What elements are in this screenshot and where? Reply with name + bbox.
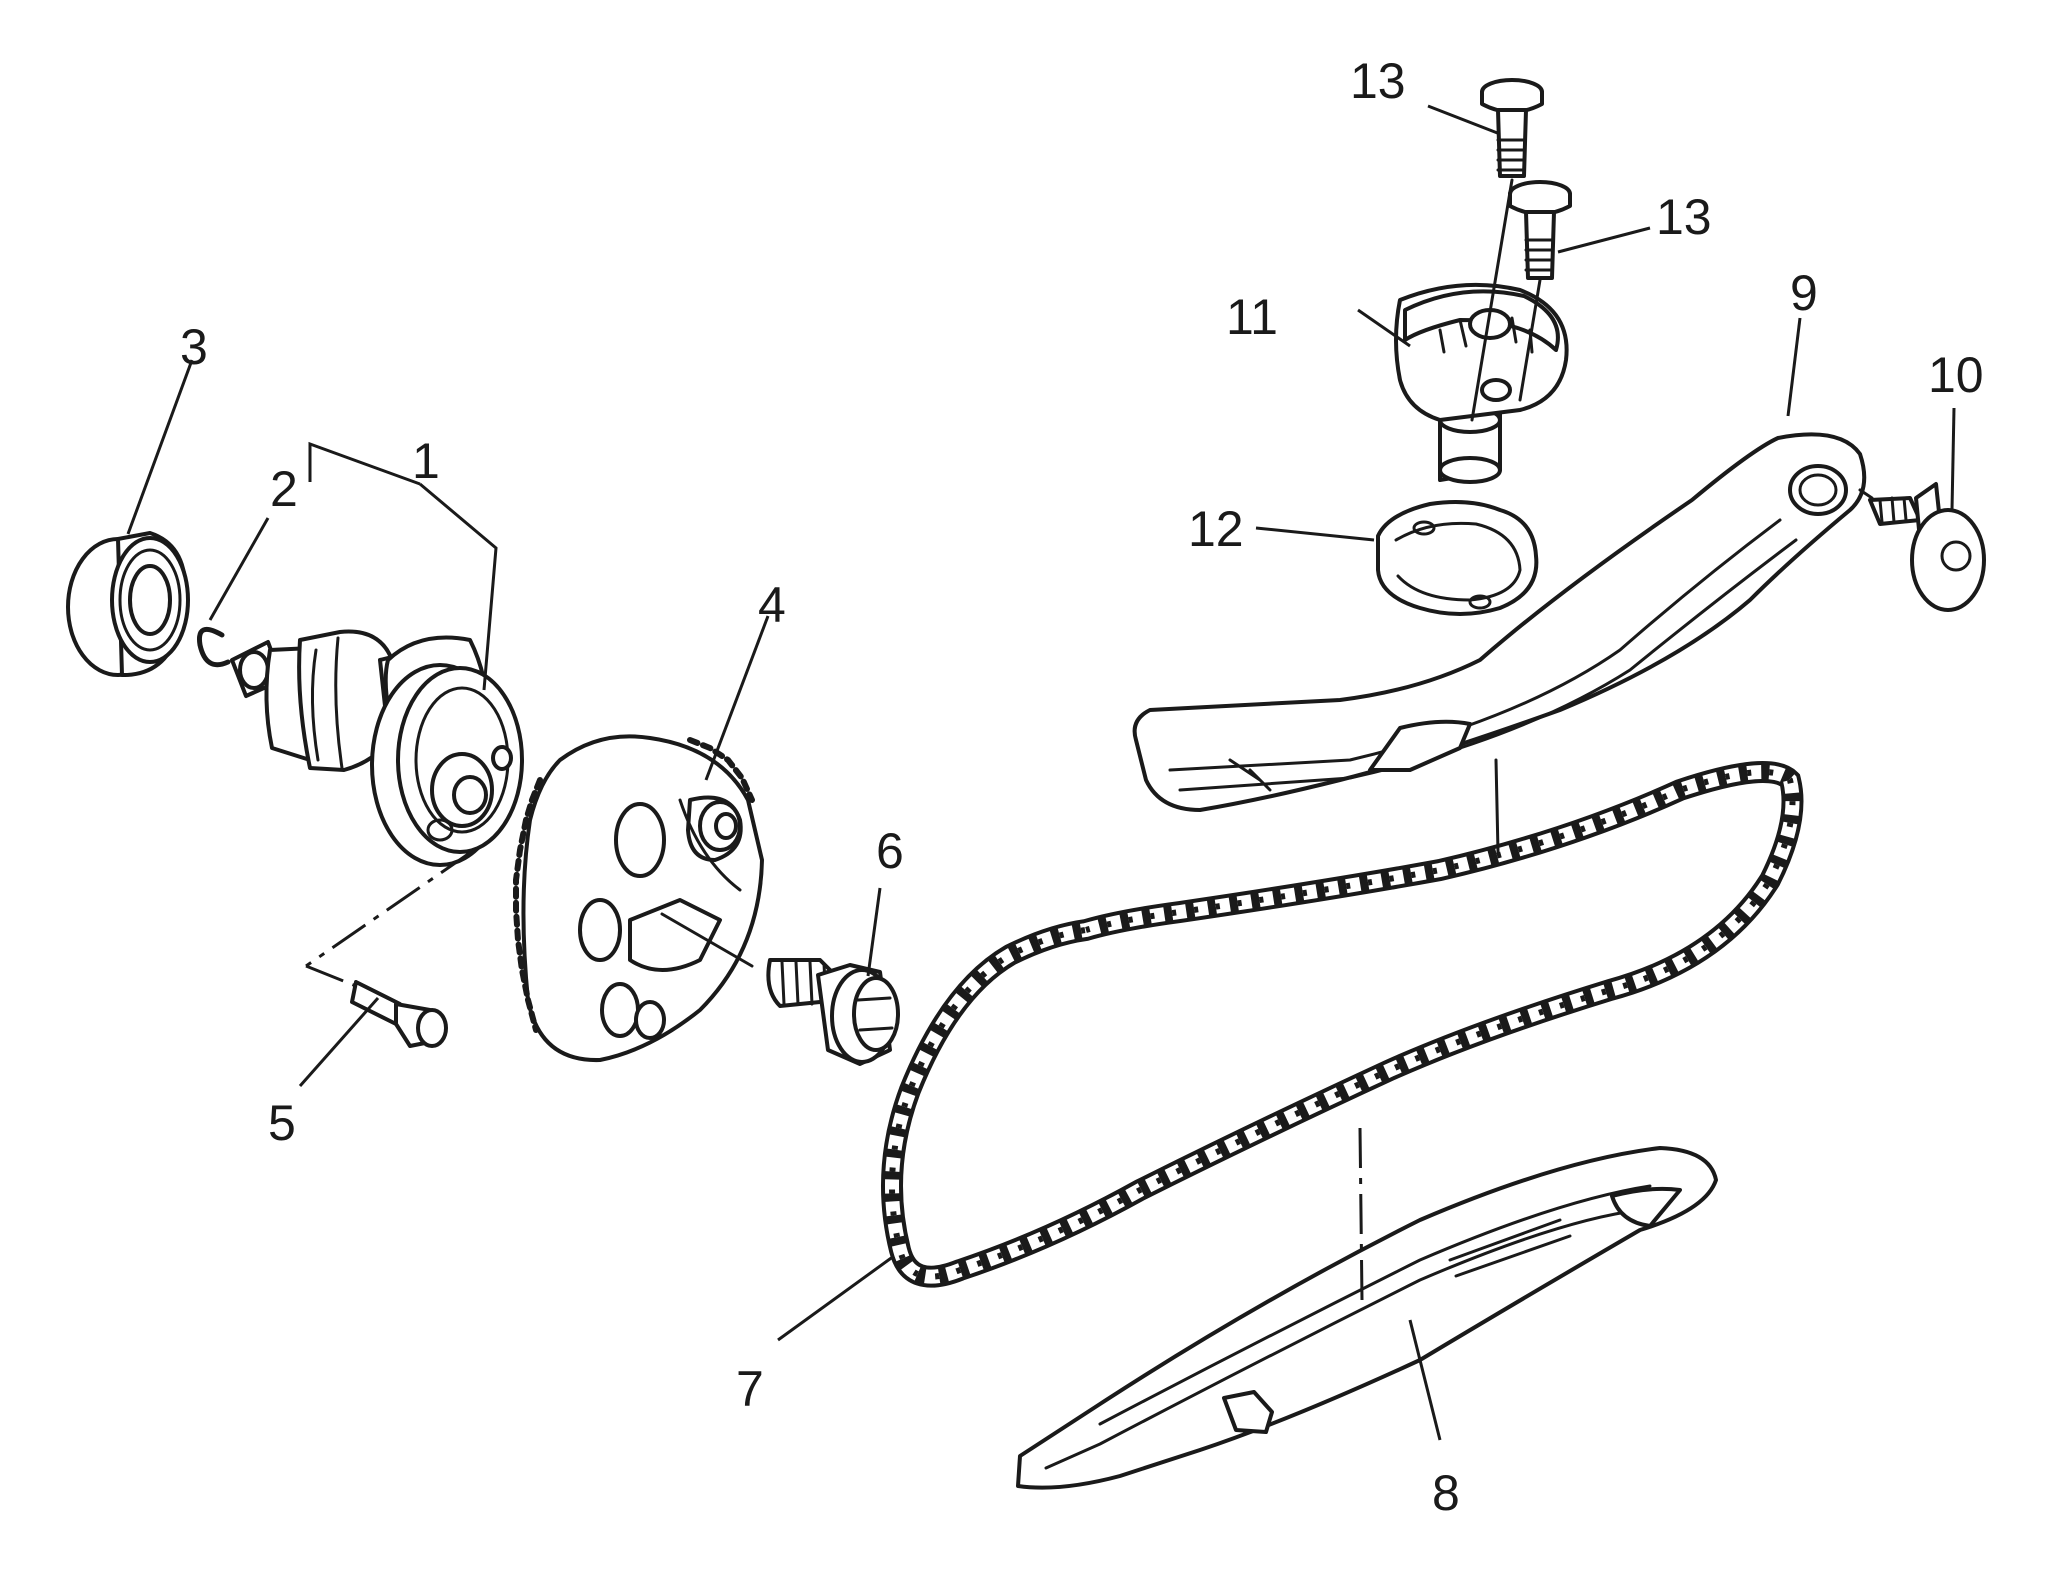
callout-11: 11 (1226, 289, 1278, 345)
part-11-cam-chain-tensioner (1394, 282, 1569, 484)
callout-13-lower: 13 (1656, 189, 1712, 245)
part-13-tensioner-bolt-lower (1508, 180, 1572, 402)
part-5-decompression-pin (350, 980, 448, 1048)
part-7-cam-chain (881, 761, 1804, 1288)
callout-13-upper: 13 (1350, 53, 1406, 109)
part-9-chain-tensioner-guide (1132, 432, 1867, 812)
callout-labels: 1 2 3 4 5 6 7 8 9 10 11 12 13 13 (180, 53, 1984, 1521)
part-6-sprocket-bolt (766, 958, 900, 1066)
part-4-cam-sprocket (513, 734, 764, 1063)
callout-7: 7 (736, 1361, 764, 1417)
part-1-camshaft (230, 629, 524, 867)
part-2-clip (196, 626, 231, 668)
callout-1: 1 (412, 433, 440, 489)
part-3-bearing (66, 531, 190, 678)
callout-5: 5 (268, 1095, 296, 1151)
assembly-center-lines (305, 488, 1874, 1301)
part-10-guide-bolt (1868, 482, 1986, 612)
part-8-chain-guide (1016, 1146, 1718, 1490)
callout-10: 10 (1928, 347, 1984, 403)
part-13-tensioner-bolt-upper (1470, 78, 1544, 422)
callout-4: 4 (758, 577, 786, 633)
cam-chain-inner-band (885, 765, 1800, 1284)
callout-8: 8 (1432, 1465, 1460, 1521)
callout-9: 9 (1790, 265, 1818, 321)
callout-2: 2 (270, 461, 298, 517)
leader-lines (126, 104, 1956, 1441)
callout-12: 12 (1188, 501, 1244, 557)
callout-3: 3 (180, 319, 208, 375)
part-12-gasket (1376, 500, 1539, 616)
callout-6: 6 (876, 823, 904, 879)
